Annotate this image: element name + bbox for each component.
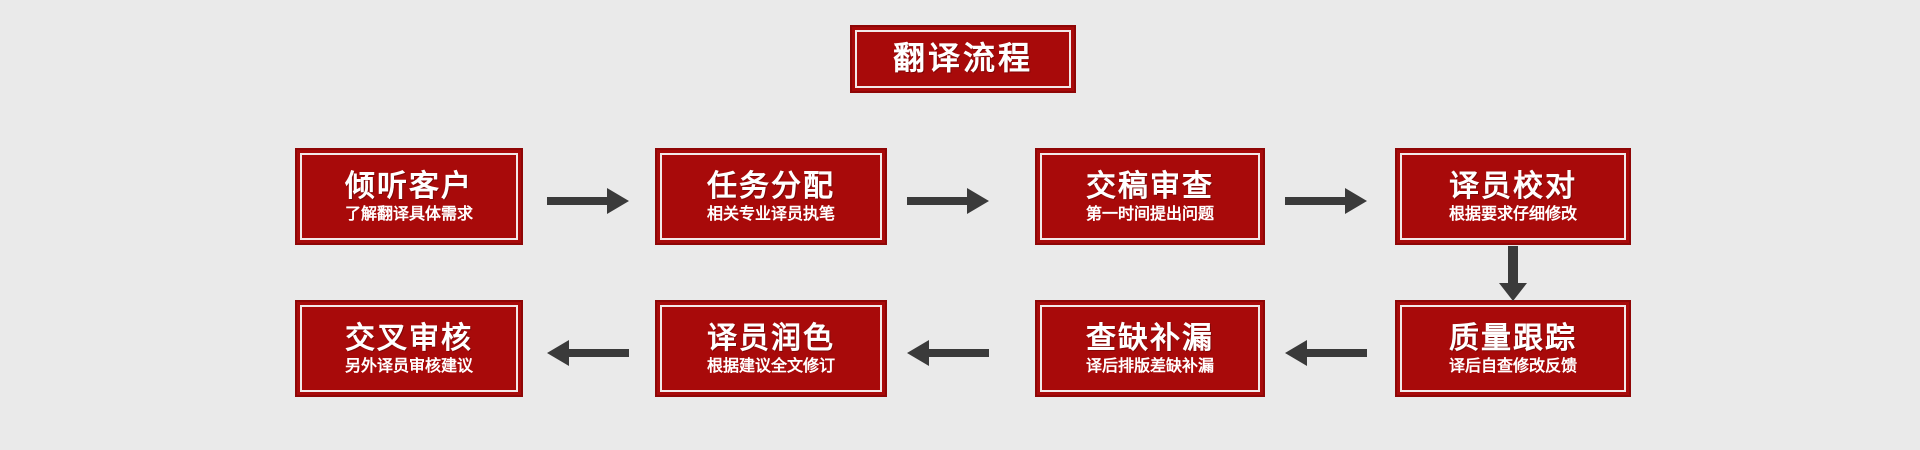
step-inner: 交叉审核 另外译员审核建议 [300, 305, 518, 392]
step-title: 译员校对 [1449, 169, 1577, 205]
process-step-translator-polishing[interactable]: 译员润色 根据建议全文修订 [655, 300, 887, 397]
step-subtitle: 译后自查修改反馈 [1448, 356, 1577, 376]
step-subtitle: 根据建议全文修订 [706, 356, 835, 376]
step-subtitle: 另外译员审核建议 [344, 356, 473, 376]
step-subtitle: 根据要求仔细修改 [1448, 204, 1577, 224]
step-inner: 译员校对 根据要求仔细修改 [1400, 153, 1626, 240]
step-inner: 查缺补漏 译后排版差缺补漏 [1040, 305, 1260, 392]
step-title: 交叉审核 [345, 321, 473, 357]
step-title: 倾听客户 [345, 169, 473, 205]
step-subtitle: 相关专业译员执笔 [706, 204, 835, 224]
process-step-cross-review[interactable]: 交叉审核 另外译员审核建议 [295, 300, 523, 397]
step-title: 任务分配 [707, 169, 835, 205]
step-title: 查缺补漏 [1086, 321, 1214, 357]
process-step-draft-review[interactable]: 交稿审查 第一时间提出问题 [1035, 148, 1265, 245]
step-inner: 任务分配 相关专业译员执笔 [660, 153, 882, 240]
page-title: 翻译流程 [892, 39, 1033, 78]
process-step-gap-filling[interactable]: 查缺补漏 译后排版差缺补漏 [1035, 300, 1265, 397]
step-title: 译员润色 [707, 321, 835, 357]
step-subtitle: 了解翻译具体需求 [344, 204, 473, 224]
process-step-translator-proofreading[interactable]: 译员校对 根据要求仔细修改 [1395, 148, 1631, 245]
step-inner: 译员润色 根据建议全文修订 [660, 305, 882, 392]
arrow-right-icon [905, 184, 991, 218]
arrow-down-icon [1496, 245, 1530, 303]
arrow-right-icon [545, 184, 631, 218]
step-subtitle: 第一时间提出问题 [1085, 204, 1214, 224]
process-step-listen-to-client[interactable]: 倾听客户 了解翻译具体需求 [295, 148, 523, 245]
step-title: 交稿审查 [1086, 169, 1214, 205]
arrow-right-icon [1283, 184, 1369, 218]
step-inner: 质量跟踪 译后自查修改反馈 [1400, 305, 1626, 392]
arrow-left-icon [545, 336, 631, 370]
step-title: 质量跟踪 [1449, 321, 1577, 357]
process-step-task-assignment[interactable]: 任务分配 相关专业译员执笔 [655, 148, 887, 245]
arrow-left-icon [1283, 336, 1369, 370]
step-inner: 交稿审查 第一时间提出问题 [1040, 153, 1260, 240]
title-box-inner: 翻译流程 [855, 30, 1071, 88]
step-subtitle: 译后排版差缺补漏 [1085, 356, 1214, 376]
flowchart-title-box: 翻译流程 [850, 25, 1076, 93]
process-step-quality-tracking[interactable]: 质量跟踪 译后自查修改反馈 [1395, 300, 1631, 397]
arrow-left-icon [905, 336, 991, 370]
step-inner: 倾听客户 了解翻译具体需求 [300, 153, 518, 240]
